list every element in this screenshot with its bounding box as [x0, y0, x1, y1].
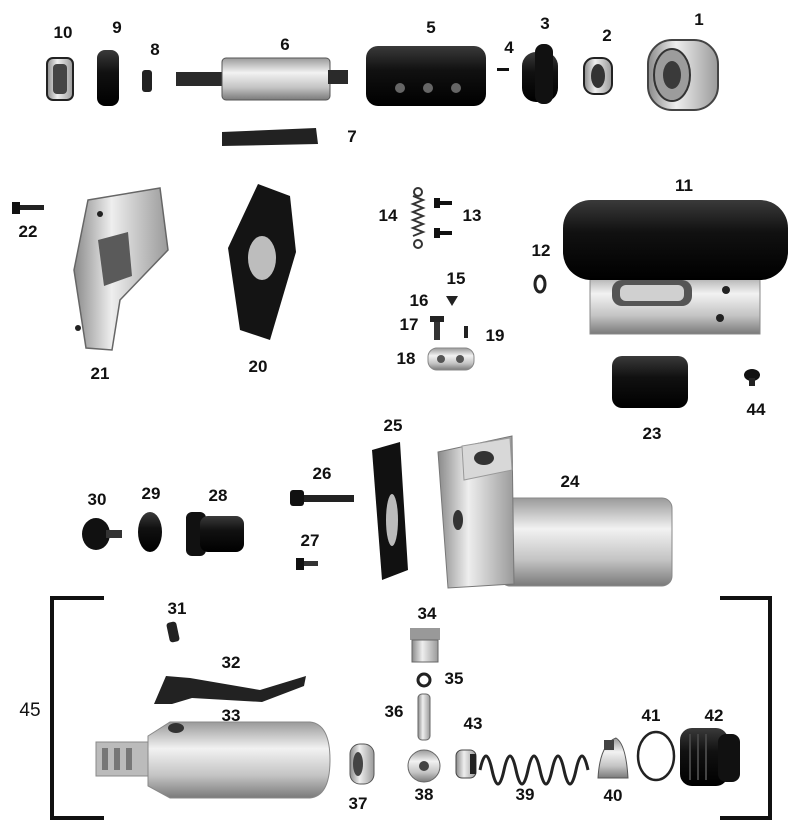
part-30: [82, 518, 122, 550]
part-11: [563, 200, 788, 335]
label-part-43: 43: [463, 714, 483, 733]
label-part-22: 22: [18, 222, 38, 241]
part-31: [166, 621, 180, 643]
label-part-21: 21: [90, 364, 110, 383]
part-41: [636, 730, 676, 782]
label-part-4: 4: [504, 38, 514, 57]
part-22: [12, 202, 44, 214]
part-19: [464, 326, 468, 338]
label-part-9: 9: [112, 18, 122, 37]
label-part-18: 18: [396, 349, 416, 368]
part-3: [522, 44, 558, 104]
part-34: [410, 628, 440, 663]
label-part-13: 13: [462, 206, 482, 225]
label-part-39: 39: [515, 785, 535, 804]
part-10: [46, 57, 74, 101]
part-6: [176, 57, 348, 101]
label-part-8: 8: [150, 40, 160, 59]
part-36: [417, 693, 431, 741]
part-44: [744, 369, 760, 386]
label-part-25: 25: [383, 416, 403, 435]
label-part-20: 20: [248, 357, 268, 376]
part-1: [647, 39, 719, 111]
label-part-12: 12: [531, 241, 551, 260]
label-part-40: 40: [603, 786, 623, 805]
label-part-11: 11: [675, 176, 693, 195]
label-part-35: 35: [444, 669, 464, 688]
part-28: [186, 512, 244, 556]
label-part-6: 6: [280, 35, 290, 54]
part-25: [372, 442, 408, 580]
part-23: [612, 356, 688, 408]
part-35: [416, 672, 432, 688]
part-42: [680, 728, 740, 786]
label-part-28: 28: [208, 486, 228, 505]
label-part-24: 24: [560, 472, 580, 491]
part-37: [349, 743, 375, 785]
part-26: [290, 490, 354, 506]
assembly-bracket-left: [50, 596, 104, 820]
label-part-31: 31: [167, 599, 187, 618]
part-24: [437, 435, 673, 589]
label-part-33: 33: [221, 706, 241, 725]
label-part-7: 7: [347, 127, 357, 146]
label-part-23: 23: [642, 424, 662, 443]
part-8: [142, 70, 152, 92]
part-9: [97, 50, 119, 106]
part-7: [222, 128, 318, 146]
label-part-5: 5: [426, 18, 436, 37]
label-part-15: 15: [446, 269, 466, 288]
part-4: [497, 68, 509, 71]
label-assembly-45: 45: [19, 700, 41, 721]
label-part-41: 41: [641, 706, 661, 725]
label-part-30: 30: [87, 490, 107, 509]
label-part-29: 29: [141, 484, 161, 503]
label-part-10: 10: [53, 23, 73, 42]
label-part-26: 26: [312, 464, 332, 483]
part-38: [407, 749, 441, 783]
part-27: [296, 558, 318, 570]
part-20: [228, 184, 296, 340]
part-39: [478, 754, 590, 786]
label-part-32: 32: [221, 653, 241, 672]
label-part-34: 34: [417, 604, 437, 623]
part-15: [446, 296, 458, 306]
assembly-bracket-right: [720, 596, 772, 820]
label-part-44: 44: [746, 400, 766, 419]
part-29: [138, 512, 162, 552]
label-part-2: 2: [602, 26, 612, 45]
label-part-19: 19: [485, 326, 505, 345]
part-13: [434, 198, 452, 238]
part-43: [455, 749, 477, 779]
part-40: [597, 737, 629, 779]
label-part-36: 36: [384, 702, 404, 721]
part-18: [427, 347, 475, 371]
label-part-1: 1: [694, 10, 704, 29]
part-14: [410, 187, 426, 249]
part-32: [154, 676, 306, 704]
label-part-17: 17: [399, 315, 419, 334]
label-part-16: 16: [409, 291, 429, 310]
label-part-14: 14: [378, 206, 398, 225]
part-5: [366, 46, 486, 106]
label-part-3: 3: [540, 14, 550, 33]
part-21: [73, 187, 169, 351]
part-2: [583, 57, 613, 95]
part-17: [430, 316, 444, 340]
label-part-37: 37: [348, 794, 368, 813]
label-part-38: 38: [414, 785, 434, 804]
part-12: [533, 274, 547, 294]
label-part-42: 42: [704, 706, 724, 725]
part-33: [95, 721, 331, 799]
label-part-27: 27: [300, 531, 320, 550]
